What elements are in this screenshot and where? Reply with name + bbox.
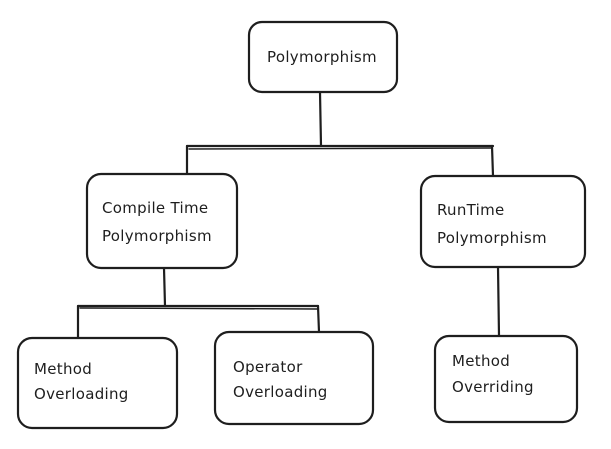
connector-to-runtime <box>490 144 495 178</box>
node-runtime-polymorphism: RunTime Polymorphism <box>419 174 587 269</box>
node-box <box>433 334 579 424</box>
connector-root-bar-shadow <box>188 147 493 150</box>
connector-to-operator-overloading <box>316 304 321 334</box>
node-box <box>213 330 375 426</box>
node-label-line1: Method <box>452 352 510 370</box>
connectors <box>76 90 501 340</box>
connector-to-method-overriding <box>496 265 501 338</box>
node-label-line2: Polymorphism <box>437 229 547 247</box>
node-label-line1: Compile Time <box>102 199 208 217</box>
node-method-overloading: Method Overloading <box>16 336 179 430</box>
node-box <box>85 172 239 270</box>
node-label-line1: Method <box>34 360 92 378</box>
connector-compile-stem <box>162 266 167 308</box>
node-label-line1: RunTime <box>437 201 505 219</box>
node-method-overriding: Method Overriding <box>433 334 579 424</box>
node-box <box>247 20 399 94</box>
node-label: Polymorphism <box>267 48 377 66</box>
node-label-line1: Operator <box>233 358 303 376</box>
node-box <box>419 174 587 269</box>
connector-root-stem <box>318 90 323 148</box>
node-label-line2: Polymorphism <box>102 227 212 245</box>
node-compile-time-polymorphism: Compile Time Polymorphism <box>85 172 239 270</box>
node-label-line2: Overloading <box>34 385 129 403</box>
connector-compile-bar-shadow <box>79 307 318 310</box>
node-label-line2: Overloading <box>233 383 328 401</box>
node-operator-overloading: Operator Overloading <box>213 330 375 426</box>
node-box <box>16 336 179 430</box>
node-label-line2: Overriding <box>452 378 534 396</box>
node-polymorphism: Polymorphism <box>247 20 399 94</box>
